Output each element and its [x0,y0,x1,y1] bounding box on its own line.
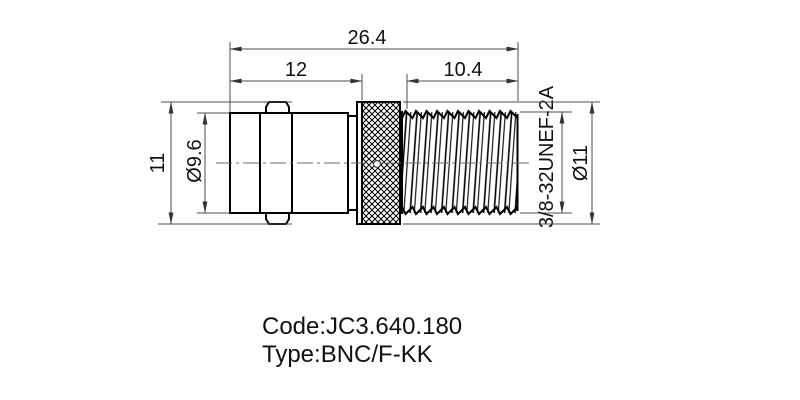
dim-outer-diameter: Ø11 [403,101,600,225]
center-mark-circle [372,159,382,169]
dim-thread-spec: 3/8-32UNEF-2A [520,85,572,228]
bayonet-lug-top [265,101,290,114]
part-code-text: Code:JC3.640.180 [262,313,462,340]
dim-label-outer-diameter: Ø11 [570,145,592,181]
dim-label-left-section: 12 [285,59,307,81]
dim-label-body-height: 11 [147,153,169,174]
dim-label-overall-length: 26.4 [348,27,387,49]
part-type-text: Type:BNC/F-KK [262,341,433,368]
dim-label-thread-spec: 3/8-32UNEF-2A [536,85,558,228]
dim-front-diameter: Ø9.6 [184,112,229,214]
dim-thread-length: 10.4 [406,59,519,109]
thread-crest-bottom [401,205,519,216]
dim-overall-length: 26.4 [229,27,519,112]
dim-body-height: 11 [147,101,292,225]
thread-crest-top [401,109,519,120]
bayonet-lug-bottom [265,212,290,225]
dim-left-section: 12 [229,59,363,100]
dim-label-thread-length: 10.4 [444,59,483,81]
dim-label-front-diameter: Ø9.6 [184,139,206,182]
